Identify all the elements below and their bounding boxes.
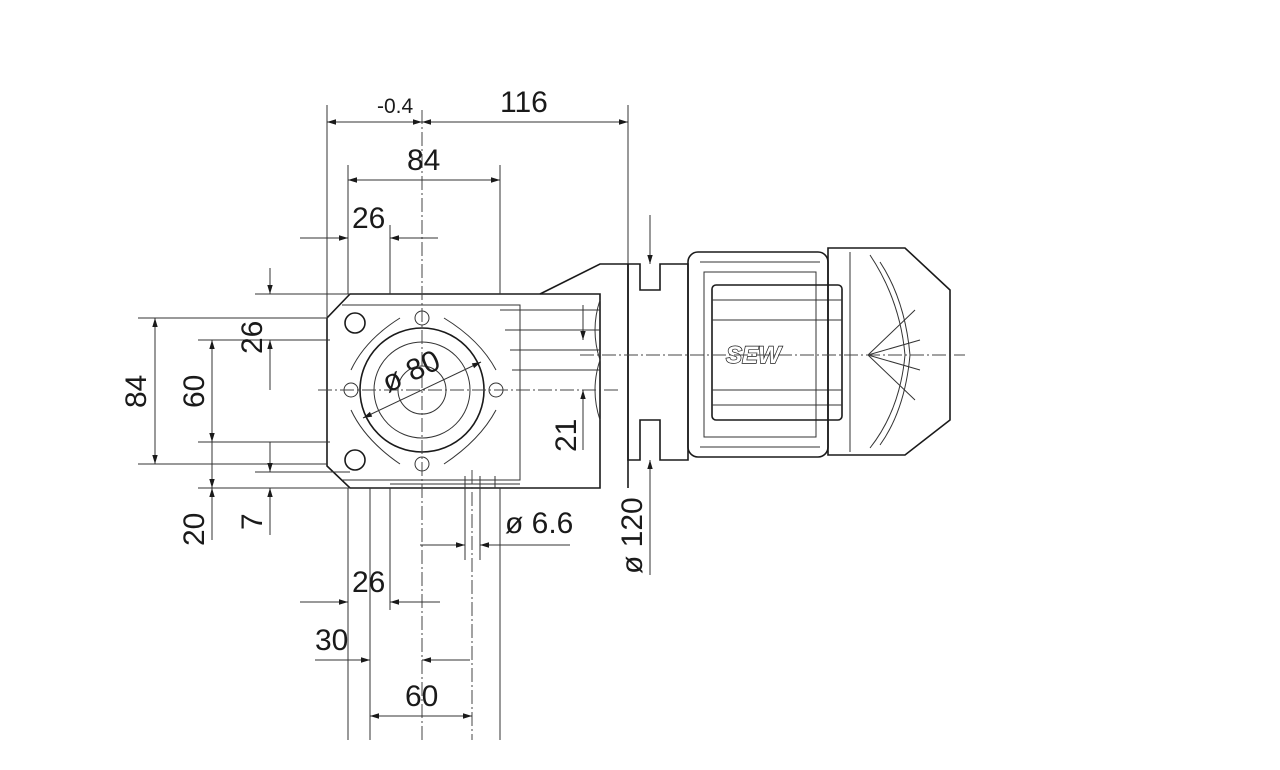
terminal-box — [711, 284, 843, 421]
dim-label-116: 116 — [500, 86, 548, 119]
dim-label-60-bottom: 60 — [405, 680, 438, 713]
gear-housing — [326, 263, 629, 489]
fan-cowl — [827, 247, 951, 456]
dim-label-7: 7 — [236, 513, 269, 530]
dim-label-26-bottom: 26 — [352, 566, 385, 599]
extension-lines — [138, 105, 651, 740]
motor — [627, 247, 951, 461]
dim-label-30: 30 — [315, 624, 348, 657]
dim-label-dia-80: ø 80 — [377, 344, 445, 399]
dim-label-84-left: 84 — [120, 375, 153, 408]
dim-label-20: 20 — [178, 513, 211, 546]
dim-label-84-top: 84 — [407, 144, 440, 177]
mounting-hole-bottom — [344, 449, 366, 471]
dimension-lines — [152, 119, 653, 719]
dim-label-neg-0-4: -0.4 — [377, 95, 414, 118]
mounting-hole-top — [344, 312, 366, 334]
dim-label-60-left: 60 — [178, 375, 211, 408]
dim-label-26-top: 26 — [352, 202, 385, 235]
dim-label-26-left: 26 — [236, 321, 269, 354]
center-lines — [318, 110, 965, 740]
dim-label-dia-120: ø 120 — [616, 497, 649, 574]
dim-label-dia-6-6: ø 6.6 — [505, 507, 573, 540]
dim-label-21: 21 — [550, 419, 583, 452]
